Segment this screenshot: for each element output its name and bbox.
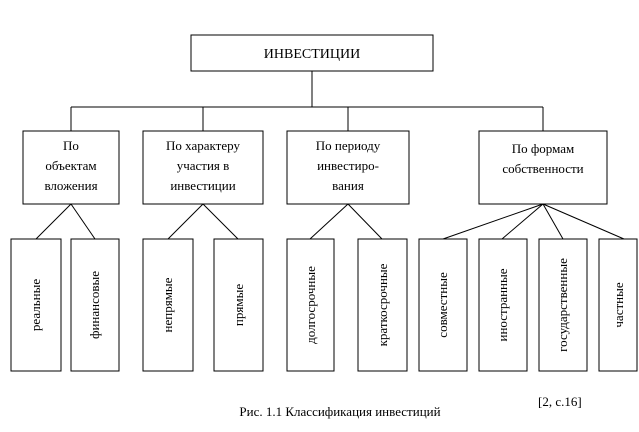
leaf-label: иностранные — [495, 268, 510, 341]
leaf-label: долгосрочные — [303, 266, 318, 344]
leaf-node-joint: совместные — [418, 238, 468, 372]
leaf-label: государственные — [555, 258, 570, 352]
connector-cat4-child1 — [442, 203, 544, 240]
category-label-line: По периоду — [316, 138, 381, 153]
connector-cat3-child2 — [347, 203, 383, 240]
category-label-line: По характеру — [166, 138, 240, 153]
category-label-line: По формам — [512, 141, 575, 156]
leaf-box — [70, 238, 120, 372]
connector-cat4-child3 — [542, 203, 564, 240]
leaf-label: совместные — [435, 272, 450, 338]
leaf-node-real: реальные — [10, 238, 62, 372]
leaf-box — [357, 238, 408, 372]
category-box — [22, 130, 120, 205]
leaf-node-direct: прямые — [213, 238, 264, 372]
leaf-label: финансовые — [87, 271, 102, 339]
category-label-line: По — [63, 138, 79, 153]
leaf-node-state: государственные — [538, 238, 588, 372]
leaf-label: прямые — [231, 284, 246, 326]
connector-cat2-child2 — [202, 203, 239, 240]
category-box — [478, 130, 608, 205]
leaf-label: частные — [611, 282, 626, 327]
leaf-node-private: частные — [598, 238, 638, 372]
leaf-node-indirect: непрямые — [142, 238, 194, 372]
category-label-line: вания — [332, 178, 364, 193]
category-node-ownership: По формам собственности — [478, 130, 608, 205]
connector-cat2-child1 — [167, 203, 204, 240]
leaf-box — [286, 238, 335, 372]
figure-caption: Рис. 1.1 Классификация инвестиций — [239, 404, 440, 419]
leaf-node-foreign: иностранные — [478, 238, 528, 372]
leaf-label: реальные — [28, 279, 43, 331]
leaf-box — [598, 238, 638, 372]
category-box — [142, 130, 264, 205]
leaf-box — [538, 238, 588, 372]
leaf-box — [10, 238, 62, 372]
source-reference: [2, с.16] — [538, 394, 582, 409]
leaf-node-financial: финансовые — [70, 238, 120, 372]
leaf-box — [478, 238, 528, 372]
leaf-label: непрямые — [160, 277, 175, 332]
category-label-line: вложения — [44, 178, 97, 193]
root-node: ИНВЕСТИЦИИ — [190, 34, 434, 72]
connector-cat4-child2 — [501, 203, 544, 240]
root-label: ИНВЕСТИЦИИ — [264, 47, 360, 62]
leaf-node-long-term: долгосрочные — [286, 238, 335, 372]
category-node-period: По периоду инвестиро- вания — [286, 130, 410, 205]
category-label-line: инвестиции — [170, 178, 235, 193]
category-label-line: участия в — [177, 158, 230, 173]
leaf-label: краткосрочные — [375, 263, 390, 346]
leaf-box — [418, 238, 468, 372]
connector-cat3-child1 — [309, 203, 349, 240]
root-box — [190, 34, 434, 72]
connector-cat1-child1 — [35, 203, 72, 240]
category-label-line: объектам — [45, 158, 96, 173]
category-node-objects: По объектам вложения — [22, 130, 120, 205]
leaf-box — [213, 238, 264, 372]
leaf-box — [142, 238, 194, 372]
category-label-line: инвестиро- — [317, 158, 379, 173]
category-label-line: собственности — [502, 161, 583, 176]
category-box — [286, 130, 410, 205]
leaf-node-short-term: краткосрочные — [357, 238, 408, 372]
category-node-participation: По характеру участия в инвестиции — [142, 130, 264, 205]
connector-cat1-child2 — [70, 203, 96, 240]
connector-cat4-child4 — [542, 203, 625, 240]
